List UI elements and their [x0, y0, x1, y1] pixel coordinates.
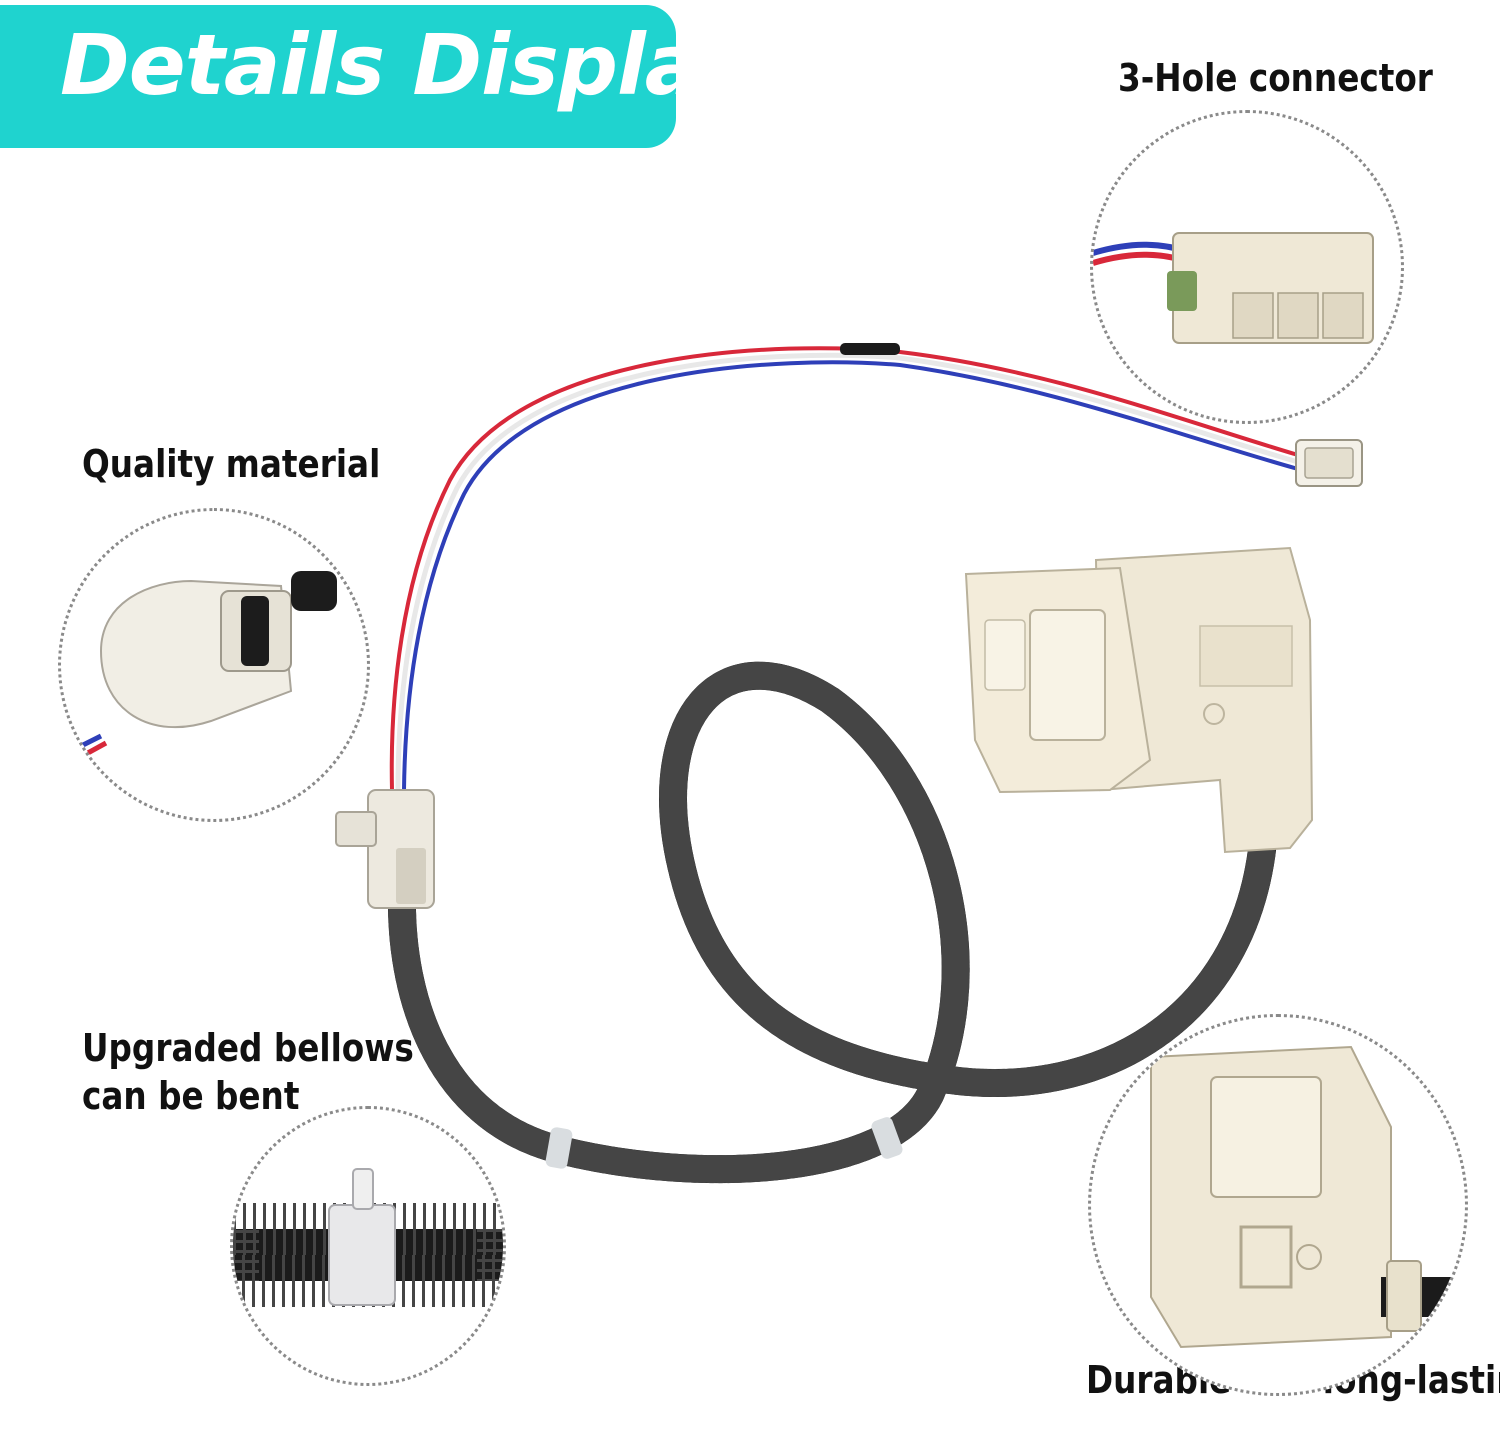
bellows-closeup — [233, 1168, 503, 1307]
label-quality-material: Quality material — [82, 442, 381, 486]
detail-circle-bellows — [230, 1106, 506, 1386]
label-3-hole-connector: 3-Hole connector — [1118, 56, 1433, 100]
detail-circle-durable — [1088, 1014, 1468, 1396]
label-can-be-bent: can be bent — [82, 1074, 300, 1118]
door-lock-body — [964, 546, 1314, 854]
label-upgraded-bellows: Upgraded bellows — [82, 1026, 414, 1070]
banner-title: Details Display — [60, 16, 753, 114]
thin-wire-bundle — [389, 343, 1301, 793]
title-banner: Details Display — [0, 5, 753, 148]
corrugated-cable — [387, 661, 1276, 1184]
switch-closeup — [61, 571, 337, 768]
left-connector-housing — [335, 789, 435, 909]
connector-closeup — [1093, 232, 1374, 344]
lock-housing-closeup — [1150, 1045, 1465, 1349]
cable-clips — [545, 1117, 903, 1169]
detail-circle-connector — [1090, 110, 1404, 424]
small-end-connector — [1295, 439, 1363, 487]
detail-circle-quality — [58, 508, 370, 822]
